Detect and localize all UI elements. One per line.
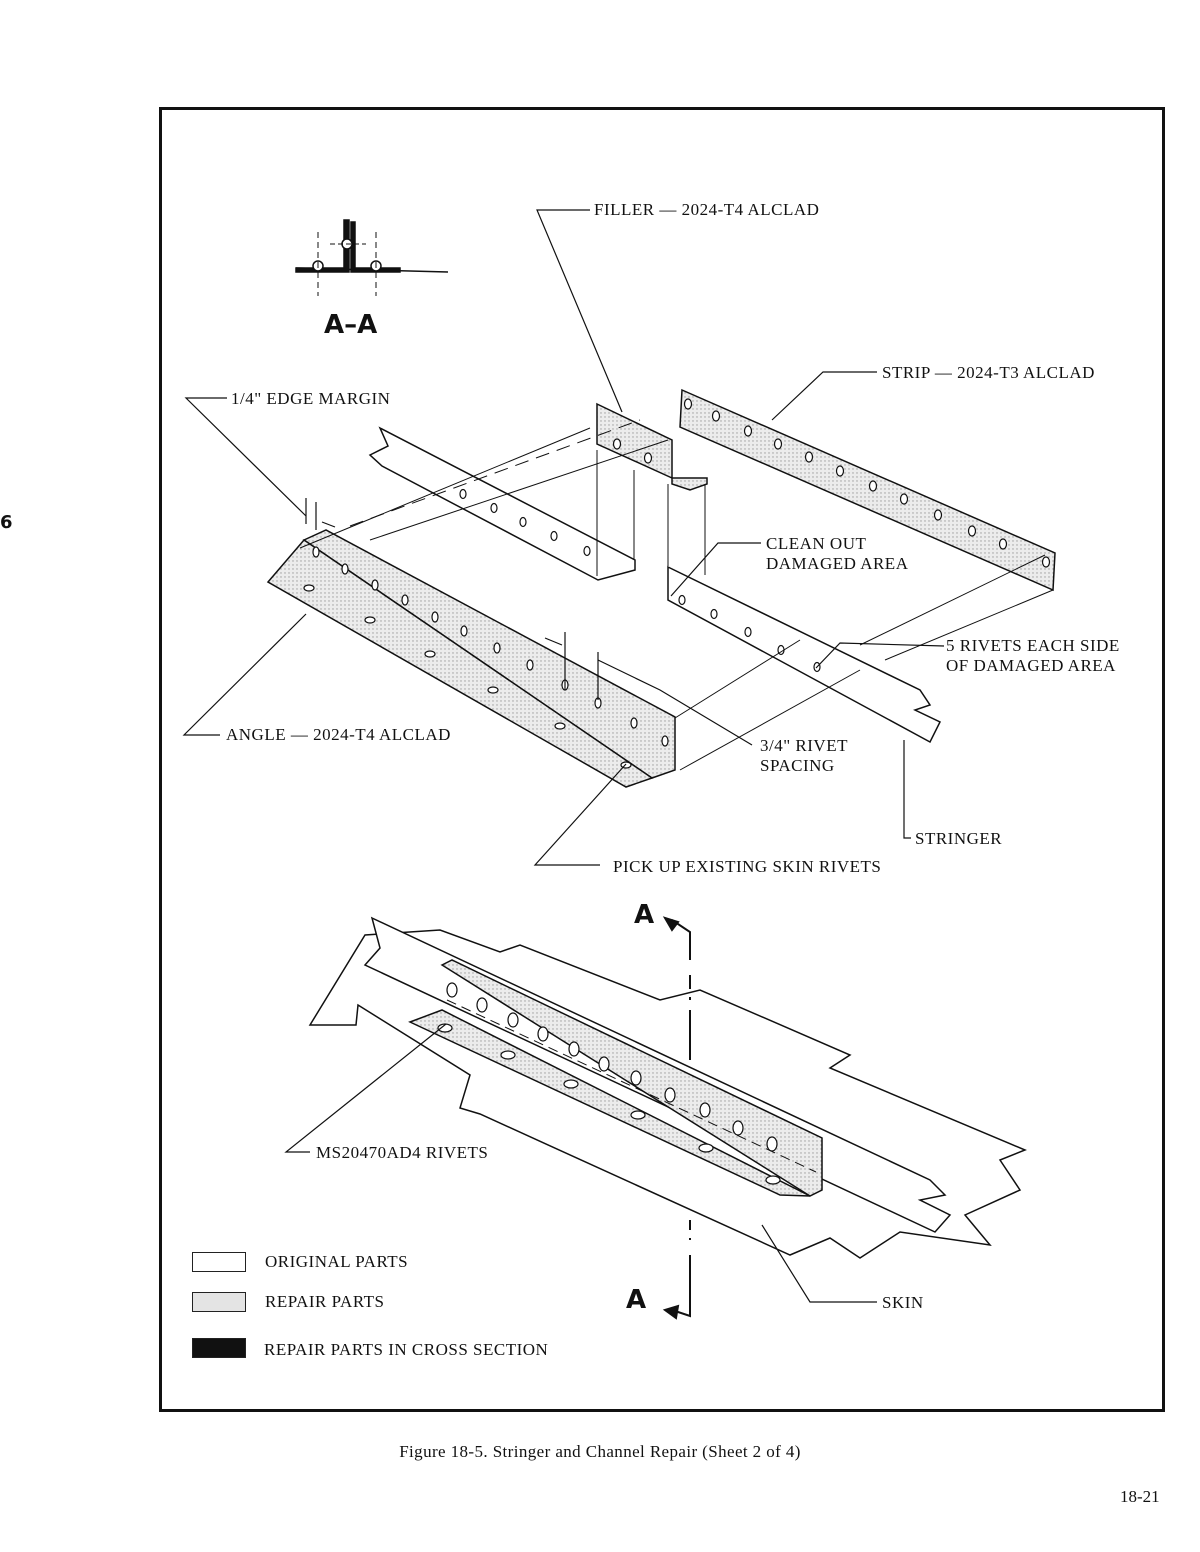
- strip-part: [679, 388, 1056, 592]
- callout-stringer: STRINGER: [915, 829, 1003, 848]
- callout-pick-up-rivets: PICK UP EXISTING SKIN RIVETS: [613, 857, 882, 876]
- callout-edge-margin: 1/4" EDGE MARGIN: [231, 389, 391, 408]
- callout-strip: STRIP — 2024-T3 ALCLAD: [882, 363, 1095, 382]
- angle-part: [266, 529, 676, 788]
- callout-rivets-each-side-line1: 5 RIVETS EACH SIDE: [946, 636, 1120, 655]
- legend-label-repair: REPAIR PARTS: [265, 1292, 385, 1311]
- callout-skin: SKIN: [882, 1293, 924, 1312]
- callout-rivet-spacing-line2: SPACING: [760, 756, 835, 775]
- legend-swatch-repair: [192, 1292, 246, 1312]
- stringer-original-lower: [667, 565, 942, 744]
- margin-mark: 6: [0, 512, 13, 533]
- figure-frame: [159, 107, 1165, 1412]
- leader-lines-upper: [182, 209, 945, 866]
- callout-rivets-each-side-line2: OF DAMAGED AREA: [946, 656, 1116, 675]
- figure-caption: Figure 18-5. Stringer and Channel Repair…: [399, 1442, 801, 1461]
- angle-assembled: [408, 959, 823, 1197]
- legend-label-original: ORIGINAL PARTS: [265, 1252, 409, 1271]
- legend-swatch-cross-section: [192, 1338, 246, 1358]
- legend-swatch-original: [192, 1252, 246, 1272]
- stringer-original-upper: [368, 426, 636, 581]
- callout-clean-out-line2: DAMAGED AREA: [766, 554, 909, 573]
- page-number: 18-21: [1120, 1487, 1160, 1506]
- callout-rivet-spacing-line1: 3/4" RIVET: [760, 736, 848, 755]
- leader-lines-lower: [284, 1023, 877, 1303]
- section-cut-line: [662, 916, 691, 1320]
- explode-lines: [299, 419, 1054, 771]
- callout-clean-out-line1: CLEAN OUT: [766, 534, 867, 553]
- section-aa-drawing: [295, 219, 449, 296]
- legend-label-cross-section: REPAIR PARTS IN CROSS SECTION: [264, 1340, 549, 1359]
- callout-filler: FILLER — 2024-T4 ALCLAD: [594, 200, 820, 219]
- section-aa-label: A–A: [324, 310, 378, 340]
- callout-ms-rivets: MS20470AD4 RIVETS: [316, 1143, 489, 1162]
- filler-part: [596, 402, 708, 491]
- section-cut-label-bottom: A: [626, 1285, 647, 1315]
- callout-angle: ANGLE — 2024-T4 ALCLAD: [226, 725, 451, 744]
- section-cut-label-top: A: [634, 900, 655, 930]
